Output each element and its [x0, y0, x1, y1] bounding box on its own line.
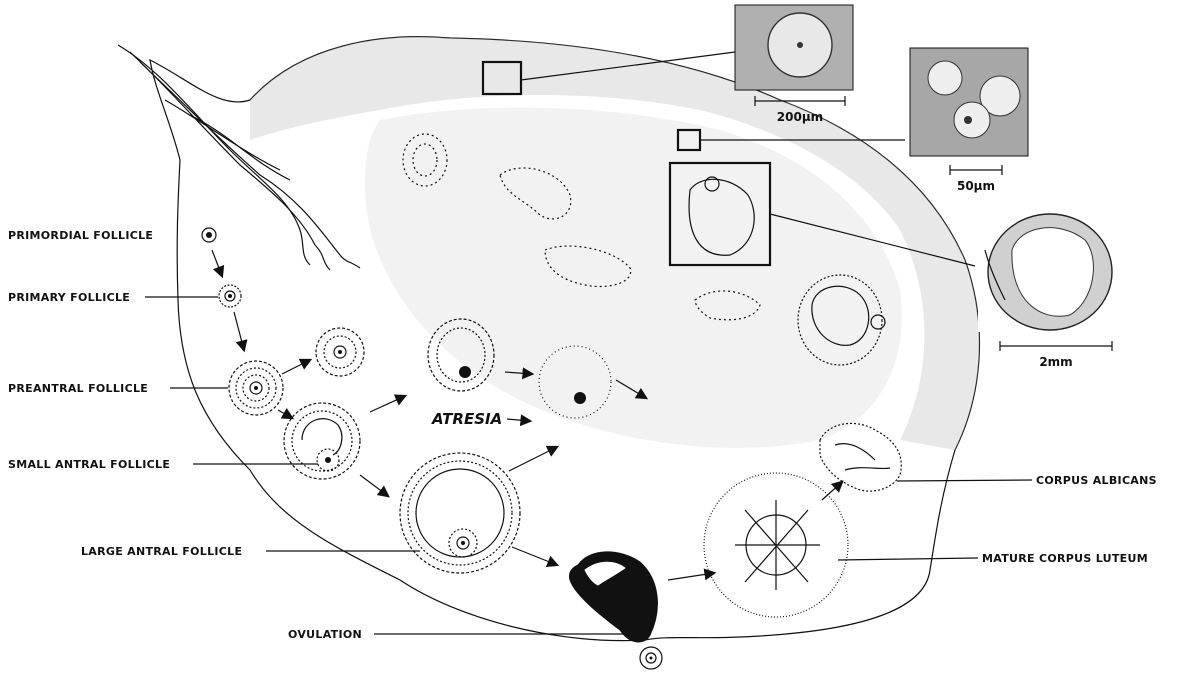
label-preantral-follicle: PREANTRAL FOLLICLE	[8, 382, 148, 395]
released-oocyte	[640, 647, 662, 669]
label-ovulation: OVULATION	[288, 628, 362, 641]
inset-micrograph-2	[910, 48, 1028, 156]
scale-label-2mm: 2mm	[1039, 355, 1072, 369]
inset-micrograph-1	[735, 5, 853, 90]
label-small-antral-follicle: SMALL ANTRAL FOLLICLE	[8, 458, 170, 471]
preantral-follicle	[229, 361, 283, 415]
label-primary-follicle: PRIMARY FOLLICLE	[8, 291, 130, 304]
label-corpus-albicans: CORPUS ALBICANS	[1036, 474, 1157, 487]
scale-bar-50um: 50μm	[950, 165, 1002, 193]
label-atresia: ATRESIA	[431, 410, 502, 428]
label-large-antral-follicle: LARGE ANTRAL FOLLICLE	[81, 545, 242, 558]
inset-micrograph-3	[978, 210, 1126, 332]
ovulating-follicle	[569, 552, 657, 642]
small-antral-follicle	[284, 403, 360, 479]
scale-bar-2mm: 2mm	[1000, 341, 1112, 369]
scale-label-50um: 50μm	[957, 179, 995, 193]
scale-label-200um: 200μm	[777, 110, 823, 124]
primordial-follicle	[202, 228, 216, 242]
primary-follicle	[219, 285, 241, 307]
label-primordial-follicle: PRIMORDIAL FOLLICLE	[8, 229, 153, 242]
preantral-follicle-atretic	[316, 328, 364, 376]
mature-corpus-luteum	[704, 473, 848, 617]
label-mature-corpus-luteum: MATURE CORPUS LUTEUM	[982, 552, 1148, 565]
large-antral-follicle	[400, 453, 520, 573]
